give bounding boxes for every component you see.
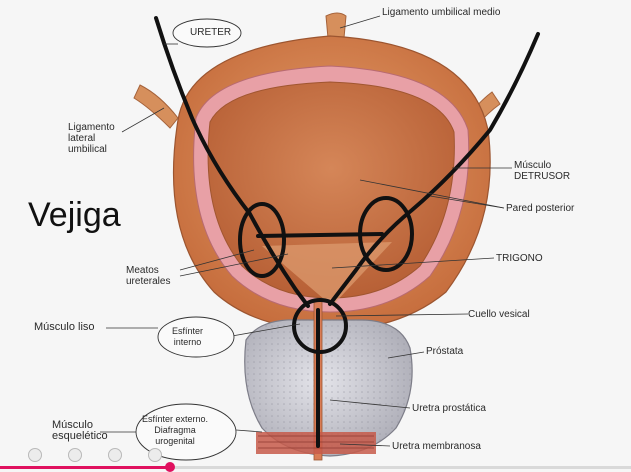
subtitles-icon[interactable] (28, 448, 42, 462)
label-ligamento-lateral-umbilical: Ligamento lateral umbilical (68, 122, 115, 155)
label-ligamento-umbilical-medio: Ligamento umbilical medio (382, 7, 501, 18)
more-icon[interactable] (108, 448, 122, 462)
left-ureter-stump (133, 84, 179, 129)
label-ureter: URETER (190, 27, 232, 38)
progress-bar[interactable] (0, 462, 631, 472)
trigone (262, 242, 392, 306)
label-esfinter-interno: Esfínter interno (172, 326, 204, 347)
trigone-bar-stroke (256, 232, 384, 238)
label-uretra-prostatica: Uretra prostática (412, 403, 486, 414)
diagram-title: Vejiga (28, 196, 121, 234)
label-esfinter-externo: Esfínter externo. Diafragma urogenital (142, 414, 209, 446)
left-ureter-stroke (154, 16, 310, 308)
left-meatus-circle (238, 202, 286, 278)
label-meatos-ureterales: Meatos ureterales (126, 265, 171, 287)
bladder-neck-circle (292, 298, 348, 354)
pen-icon[interactable] (68, 448, 82, 462)
prostate-texture (244, 319, 413, 456)
label-uretra-membranosa: Uretra membranosa (392, 441, 481, 452)
annotation-strokes (154, 16, 540, 448)
bladder-interior (207, 81, 455, 299)
progress-fill (0, 466, 171, 469)
right-meatus-circle (358, 196, 414, 272)
esfinter-interno-oval (157, 316, 235, 358)
label-musculo-detrusor: Músculo DETRUSOR (514, 160, 571, 182)
right-ureter-stroke (328, 32, 540, 306)
progress-knob[interactable] (165, 462, 176, 472)
label-musculo-esqueletico: Músculo esquelético (52, 419, 108, 442)
label-cuello-vesical: Cuello vesical (468, 309, 530, 320)
label-pared-posterior: Pared posterior (506, 203, 575, 214)
esfinter-externo-oval (135, 403, 237, 461)
label-prostata: Próstata (426, 346, 464, 357)
ureter-oval (172, 18, 242, 48)
label-trigono: TRIGONO (496, 253, 543, 264)
label-musculo-liso: Músculo liso (34, 321, 95, 333)
leader-lines (100, 15, 512, 447)
settings-icon[interactable] (148, 448, 162, 462)
